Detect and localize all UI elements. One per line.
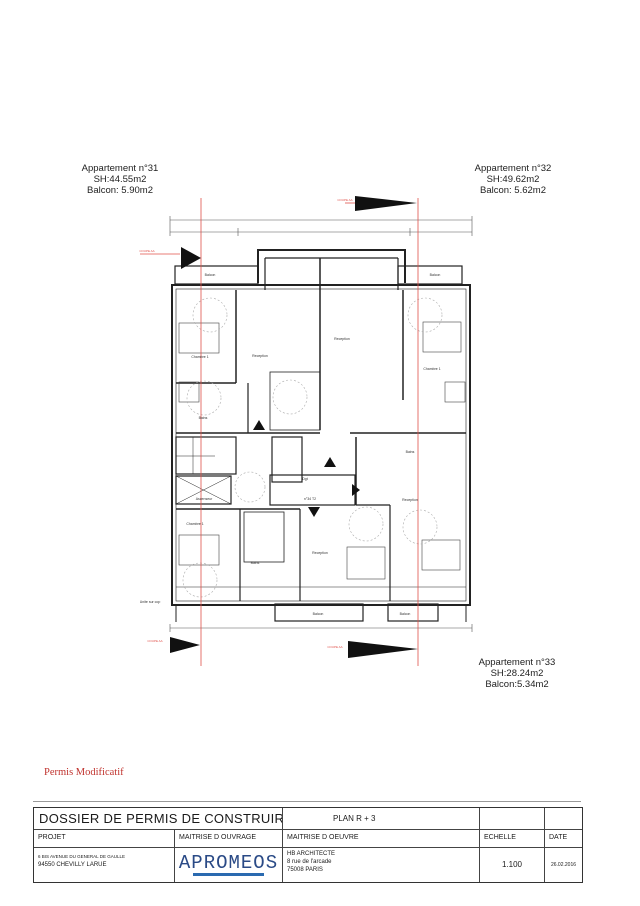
oeuvre-line: 75008 PARIS [287,867,323,873]
section-label: COUPE AA [147,639,162,643]
door-arrow-icon [352,484,360,496]
room-label: Balcon [313,612,324,616]
title-block-empty [480,808,545,830]
door-arrow-icon [308,507,320,517]
apartment-33-label: Appartement n°33 SH:28.24m2 Balcon:5.34m… [467,657,567,690]
room-label: Chambre 1 [423,367,440,371]
door-arrow-icon [324,457,336,467]
room-label: Reception [334,337,350,341]
section-label: COUPE AA [337,198,352,202]
projet-line: 6 BIS AVENUE DU GENERAL DE GAULLE [38,854,126,859]
section-label: COUPE AA [139,249,154,253]
room-label: Reception [252,354,268,358]
apartment-balcon: Balcon:5.34m2 [485,679,549,690]
room-label: Bains [199,416,208,420]
room-label: Bains [406,450,415,454]
room-label: Balcon [430,273,441,277]
section-arrow-icon [170,637,200,653]
apromeos-logo: APROMEOS [175,848,283,882]
permis-modificatif-stamp: Permis Modificatif [44,767,124,778]
room-label: Reception [402,498,418,502]
room-label: Unite sur cop [140,600,161,604]
header-echelle: ECHELLE [480,830,545,848]
oeuvre-line: HB ARCHITECTE [287,851,336,857]
apartment-sh: SH:49.62m2 [486,174,540,185]
title-block-empty [545,808,582,830]
room-label: Balcon [205,273,216,277]
title-block: DOSSIER DE PERMIS DE CONSTRUIRE PLAN R +… [33,807,583,883]
echelle-value: 1.100 [480,848,545,882]
room-label: Chambre 1 [191,355,208,359]
oeuvre-address: HB ARCHITECTE 8 rue de l'arcade 75008 PA… [283,848,480,882]
section-arrows [170,196,418,658]
apartment-title: Appartement n°33 [478,657,556,668]
title-block-title: DOSSIER DE PERMIS DE CONSTRUIRE [34,808,283,830]
door-arrow-icon [253,420,265,430]
section-label: COUPE AA [327,645,342,649]
apartment-32-label: Appartement n°32 SH:49.62m2 Balcon: 5.62… [463,163,563,196]
room-label: Dgt [302,477,307,481]
projet-address: 6 BIS AVENUE DU GENERAL DE GAULLE 94550 … [34,848,175,882]
room-label: Reception [312,551,328,555]
date-value: 26.02.2016 [550,862,577,868]
room-label: Balcon [400,612,411,616]
apartment-sh: SH:44.55m2 [93,174,147,185]
header-oeuvre: MAITRISE D OEUVRE [283,830,480,848]
section-arrow-icon [355,196,417,211]
header-ouvrage: MAITRISE D OUVRAGE [175,830,283,848]
logo-text: APROMEOS [178,852,279,874]
section-arrow-icon [348,641,418,658]
logo-underline [193,873,264,876]
apartment-balcon: Balcon: 5.90m2 [86,185,153,196]
section-arrow-icon [181,247,201,269]
divider [33,801,581,802]
oeuvre-line: 8 rue de l'arcade [287,859,332,865]
room-label: Chambre 1 [186,522,203,526]
room-label: n°34 T2 [304,497,316,501]
title-block-plan: PLAN R + 3 [283,808,480,830]
room-label: Ascenseur [196,497,213,501]
apartment-sh: SH:28.24m2 [490,668,544,679]
apartment-31-label: Appartement n°31 SH:44.55m2 Balcon: 5.90… [70,163,170,196]
projet-line: 94550 CHEVILLY LARUE [38,862,107,868]
furniture [178,297,466,598]
apartment-title: Appartement n°32 [474,163,552,174]
dimension-lines [169,216,473,632]
apartment-title: Appartement n°31 [81,163,159,174]
header-projet: PROJET [34,830,175,848]
header-date: DATE [545,830,582,848]
walls [171,249,471,622]
apartment-balcon: Balcon: 5.62m2 [479,185,546,196]
room-label: Bains [251,561,260,565]
